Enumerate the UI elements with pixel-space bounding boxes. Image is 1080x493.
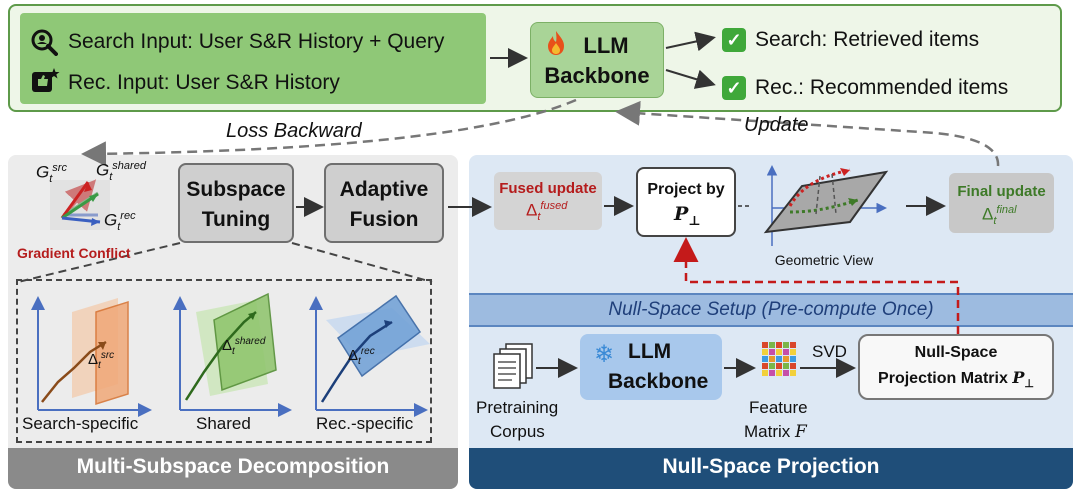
feature-matrix-cell	[769, 363, 775, 369]
search-output-label: Search: Retrieved items	[755, 28, 980, 51]
llm-bottom-line2: Backbone	[608, 370, 709, 393]
feature-matrix-cell	[769, 342, 775, 348]
final-update-label: Final update	[957, 183, 1046, 200]
llm-backbone-top	[530, 22, 664, 98]
fused-update-label: Fused update	[499, 180, 597, 197]
rec-input-label: Rec. Input: User S&R History	[68, 71, 340, 94]
delta-final-label: Δtfinal	[982, 204, 1017, 228]
feature-matrix-cell	[790, 356, 796, 362]
documents-icon	[493, 343, 533, 389]
fire-icon	[546, 30, 566, 56]
check-icon: ✓	[722, 28, 746, 52]
g-rec-label: Gtrec	[104, 210, 136, 234]
feature-matrix-cell	[776, 349, 782, 355]
llm-top-line2: Backbone	[544, 63, 650, 88]
loss-backward-label: Loss Backward	[226, 120, 362, 142]
feature-matrix-cell	[783, 363, 789, 369]
thumbs-up-star-icon	[30, 66, 60, 96]
final-update-box	[949, 173, 1054, 233]
subspace-tuning-line1: Subspace	[186, 178, 286, 201]
feature-matrix-cell	[783, 370, 789, 376]
snowflake-icon: ❄	[594, 341, 615, 368]
subspace-rec-diagram	[309, 294, 430, 417]
nullspace-matrix-box	[858, 334, 1054, 400]
delta-shared-label: Δtshared	[222, 336, 266, 357]
p-perp-symbol: P⊥	[674, 203, 701, 229]
input-box	[20, 13, 486, 104]
subspace-tuning-line2: Tuning	[201, 208, 271, 231]
feature-matrix-cell	[790, 370, 796, 376]
adaptive-fusion-box: Adaptive Fusion	[324, 163, 444, 243]
geometric-view-label: Geometric View	[774, 252, 874, 268]
delta-src-label: Δtsrc	[88, 350, 115, 371]
geometric-view-diagram	[763, 165, 889, 246]
feature-matrix-cell	[790, 349, 796, 355]
right-footer-title: Null-Space Projection	[662, 455, 880, 478]
search-icon	[30, 28, 58, 56]
feature-label-1: Feature	[749, 398, 808, 417]
fused-update-box	[494, 172, 602, 230]
feature-matrix-cell	[776, 363, 782, 369]
feature-matrix-cell	[776, 342, 782, 348]
feature-matrix-cell	[783, 349, 789, 355]
right-footer	[469, 448, 1073, 489]
feature-matrix-cell	[769, 370, 775, 376]
search-input-label: Search Input: User S&R History + Query	[68, 30, 445, 53]
left-footer-title: Multi-Subspace Decomposition	[76, 455, 390, 478]
feature-matrix-cell	[762, 349, 768, 355]
adaptive-fusion-line2: Fusion	[349, 208, 419, 231]
g-shared-label: Gtshared	[96, 160, 146, 184]
feature-matrix-cell	[783, 356, 789, 362]
feature-matrix-cell	[762, 342, 768, 348]
feature-matrix-cell	[776, 370, 782, 376]
feature-matrix-cell	[769, 356, 775, 362]
subspace-shared-diagram	[173, 292, 292, 417]
search-specific-label: Search-specific	[22, 414, 139, 433]
nullspace-setup-band	[469, 293, 1073, 327]
svd-label: SVD	[812, 342, 847, 361]
delta-rec-label: Δtrec	[348, 346, 375, 367]
subspace-search-diagram	[31, 296, 152, 417]
feature-matrix-cell	[762, 370, 768, 376]
project-by-box	[636, 167, 736, 237]
feature-matrix-cell	[790, 342, 796, 348]
check-icon: ✓	[722, 76, 746, 100]
feature-matrix-cell	[762, 363, 768, 369]
update-label: Update	[744, 114, 809, 136]
shared-label: Shared	[196, 414, 251, 433]
feature-matrix-cell	[783, 342, 789, 348]
feature-matrix-icon	[762, 342, 796, 376]
delta-fused-label: Δtfused	[526, 200, 568, 224]
gradient-conflict-label: Gradient Conflict	[17, 245, 131, 261]
nullspace-label-1: Null-Space	[914, 344, 998, 361]
pretraining-label-1: Pretraining	[476, 398, 559, 417]
rec-specific-label: Rec.-specific	[316, 414, 414, 433]
decomposition-box	[16, 279, 432, 443]
feature-label-2: Matrix F	[744, 422, 807, 442]
left-footer	[8, 448, 458, 489]
feature-matrix-cell	[790, 363, 796, 369]
llm-bottom-line1: LLM	[628, 340, 672, 363]
llm-top-line1: LLM	[583, 33, 629, 58]
g-src-label: Gtsrc	[36, 162, 67, 186]
rec-output-label: Rec.: Recommended items	[755, 76, 1009, 99]
feature-matrix-cell	[762, 356, 768, 362]
feature-matrix-cell	[776, 356, 782, 362]
adaptive-fusion-line1: Adaptive	[339, 178, 429, 201]
feature-matrix-cell	[769, 349, 775, 355]
llm-backbone-bottom	[580, 334, 722, 400]
project-by-label: Project by	[647, 181, 725, 198]
nullspace-label-2: Projection Matrix P⊥	[878, 368, 1034, 391]
nullspace-setup-label: Null-Space Setup (Pre-compute Once)	[608, 299, 934, 320]
pretraining-label-2: Corpus	[490, 422, 545, 441]
subspace-tuning-box: Subspace Tuning	[178, 163, 294, 243]
